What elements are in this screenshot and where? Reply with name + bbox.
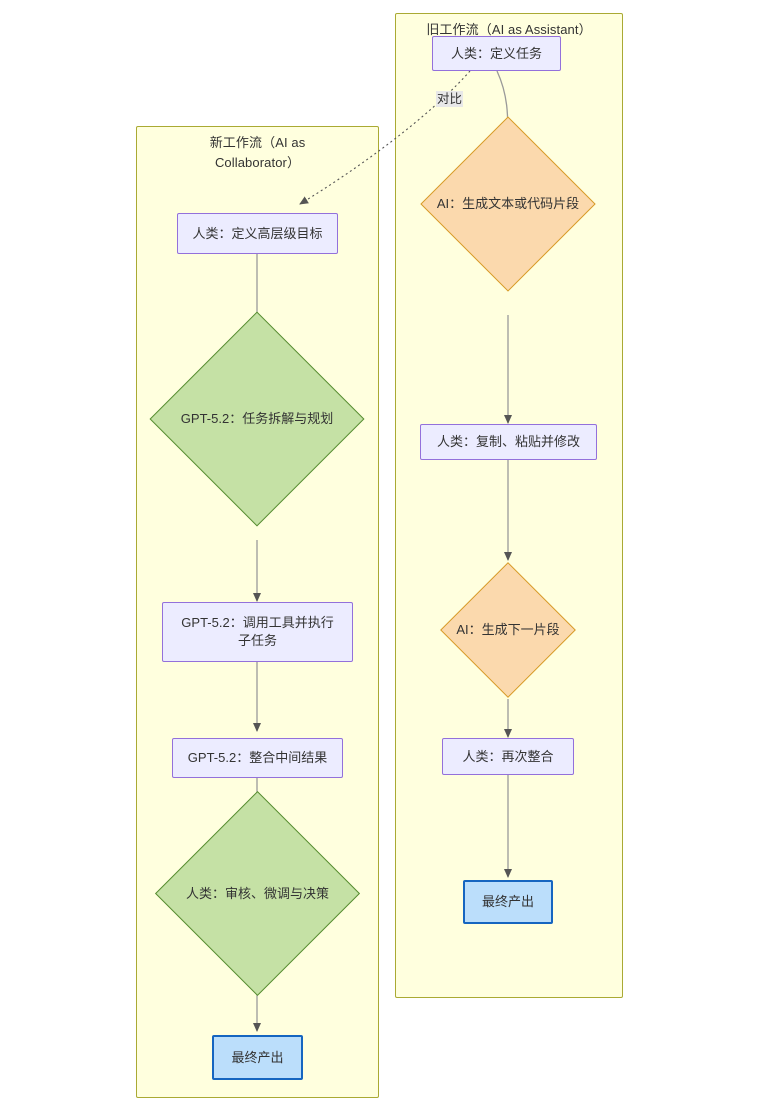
node-new-output-label: 最终产出 [231, 1049, 284, 1065]
node-new-plan-label: GPT-5.2：任务拆解与规划 [180, 411, 334, 426]
node-new-human-goal-label: 人类：定义高层级目标 [192, 225, 323, 241]
node-old-next[interactable]: AI：生成下一片段 [440, 562, 576, 698]
node-new-plan[interactable]: GPT-5.2：任务拆解与规划 [149, 311, 365, 527]
node-new-output[interactable]: 最终产出 [212, 1035, 303, 1080]
node-new-tools[interactable]: GPT-5.2：调用工具并执行 子任务 [162, 602, 353, 662]
subgraph-new-workflow-title: 新工作流（AI as Collaborator） [137, 133, 378, 173]
node-old-output-label: 最终产出 [481, 894, 534, 909]
subgraph-old-workflow-title: 旧工作流（AI as Assistant） [426, 22, 592, 37]
subgraph-new-workflow-title-line2: Collaborator） [214, 155, 301, 170]
node-old-paste-label: 人类：复制、粘贴并修改 [436, 434, 580, 449]
node-new-merge-label: GPT-5.2：整合中间结果 [187, 750, 328, 765]
node-new-review-label: 人类：审核、微调与决策 [185, 885, 330, 901]
node-old-define-label: 人类：定义任务 [450, 45, 542, 61]
node-new-human-goal[interactable]: 人类：定义高层级目标 [177, 213, 338, 254]
node-old-paste[interactable]: 人类：复制、粘贴并修改 [420, 424, 597, 460]
node-old-define[interactable]: 人类：定义任务 [432, 36, 561, 71]
node-old-gen-label: AI：生成文本或代码片段 [436, 196, 580, 211]
node-old-merge[interactable]: 人类：再次整合 [442, 738, 574, 775]
node-old-output[interactable]: 最终产出 [463, 880, 553, 924]
node-new-tools-label-line1: GPT-5.2：调用工具并执行 [181, 615, 334, 630]
edge-label-compare: 对比 [436, 91, 464, 107]
node-old-next-label: AI：生成下一片段 [456, 622, 560, 637]
node-new-tools-label-line2: 子任务 [237, 633, 277, 648]
node-old-gen[interactable]: AI：生成文本或代码片段 [420, 116, 596, 292]
node-new-merge[interactable]: GPT-5.2：整合中间结果 [172, 738, 343, 778]
node-new-review[interactable]: 人类：审核、微调与决策 [154, 790, 361, 997]
subgraph-new-workflow-title-line1: 新工作流（AI as [209, 135, 306, 150]
node-old-merge-label: 人类：再次整合 [462, 748, 554, 764]
